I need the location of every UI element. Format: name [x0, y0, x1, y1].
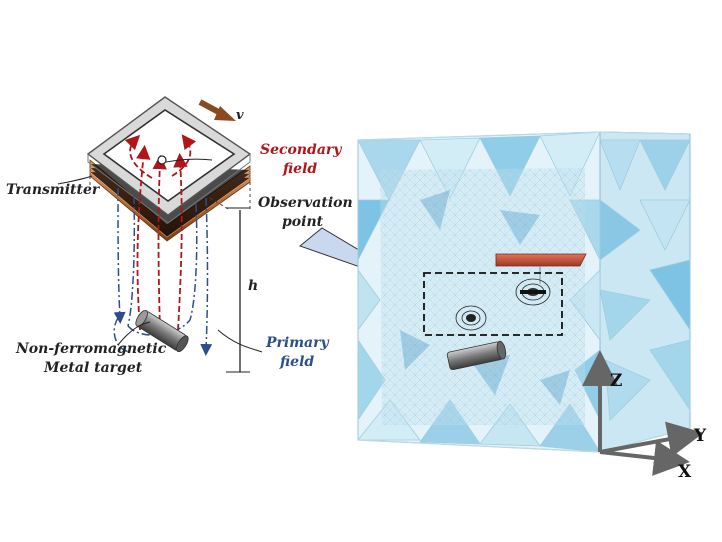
y-axis: [599, 421, 704, 457]
x-axis-label: X: [678, 462, 692, 482]
coordinate-axes: Z Y X: [582, 350, 707, 482]
mesh-model: [357, 131, 691, 453]
region-of-interest-box: [423, 272, 563, 336]
metal-target: [135, 309, 189, 353]
transmitter-frame-opening: [102, 109, 236, 202]
primary-field-label-1: Primary: [265, 335, 329, 351]
secondary-field-label-1: Secondary: [260, 142, 342, 158]
z-axis-label: Z: [610, 371, 622, 391]
x-axis: [599, 440, 690, 476]
observation-point-marker: [157, 155, 167, 165]
sensor-bar: [495, 253, 587, 284]
height-label: h: [248, 278, 258, 294]
target-label-2: Metal target: [43, 360, 143, 376]
mesh-metal-target: [446, 340, 507, 371]
transmitter-label: Transmitter: [6, 182, 101, 198]
primary-field-label-2: field: [279, 354, 314, 370]
target-label-1: Non-ferromagnetic: [15, 341, 167, 357]
refined-mesh-upper: [515, 278, 551, 306]
refined-mesh-lower: [455, 305, 487, 331]
y-axis-label: Y: [693, 426, 707, 446]
transmitter-schematic: v Secondary field Transmitter Observatio…: [6, 96, 353, 376]
velocity-label: v: [236, 108, 244, 123]
observation-point-label-1: Observation: [258, 195, 353, 211]
velocity-arrowhead: [214, 106, 236, 121]
observation-point-label-2: point: [282, 214, 324, 230]
secondary-field-label-2: field: [282, 161, 317, 177]
